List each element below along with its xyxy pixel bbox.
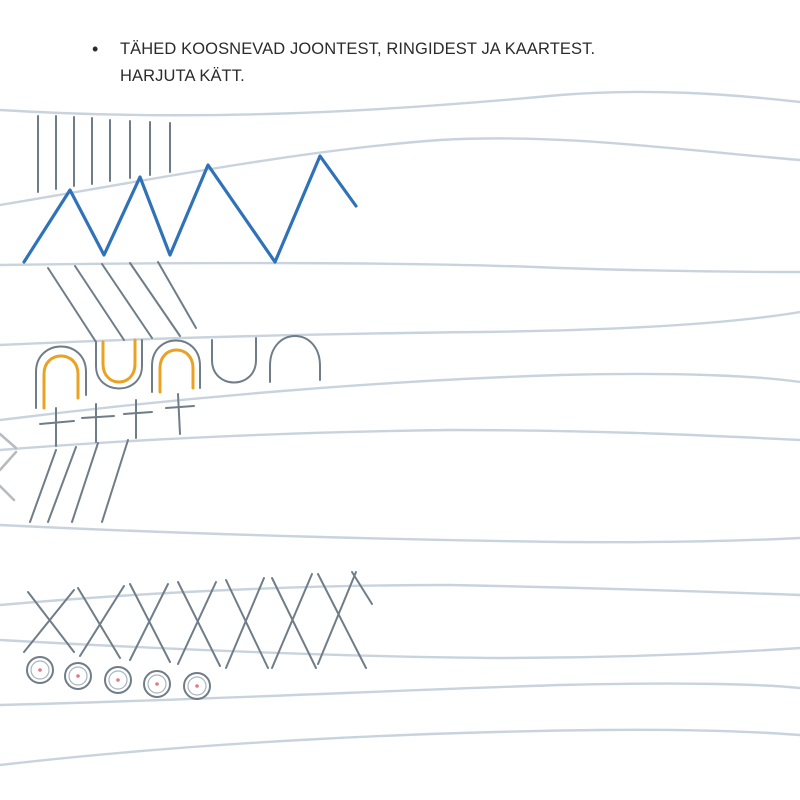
arch-outer	[151, 339, 201, 393]
arches-pattern	[35, 335, 321, 410]
blue-zigzag-pattern	[22, 154, 358, 264]
practice-circle-inner	[68, 666, 88, 686]
arch-inner-orange	[42, 354, 80, 410]
crisscross-stroke	[129, 583, 171, 663]
instruction-row: • TÄHED KOOSNEVAD JOONTEST, RINGIDEST JA…	[92, 36, 732, 63]
instruction-line-1: TÄHED KOOSNEVAD JOONTEST, RINGIDEST JA K…	[120, 40, 596, 58]
slanted-stroke	[101, 263, 153, 339]
guide-line	[0, 682, 800, 707]
guide-lines	[0, 90, 800, 767]
diagonal-stroke	[47, 446, 77, 523]
circle-dot	[38, 668, 42, 672]
edge-mark	[0, 484, 16, 502]
crisscross-stroke	[317, 571, 357, 665]
practice-circle-inner	[30, 660, 50, 680]
cross-vertical	[177, 393, 181, 435]
practice-circle	[64, 662, 92, 690]
practice-circle-inner	[187, 676, 207, 696]
edge-mark	[0, 432, 18, 450]
vertical-lines-pattern	[37, 115, 171, 193]
circle-dot	[155, 682, 159, 686]
edge-mark	[0, 450, 18, 472]
guide-line	[0, 523, 800, 544]
guide-line	[0, 638, 800, 660]
crisscross-stroke	[351, 571, 373, 605]
practice-circle	[26, 656, 54, 684]
guide-line	[0, 261, 800, 274]
crisscross-stroke	[177, 581, 221, 667]
guide-line	[0, 428, 800, 452]
arch-outer	[35, 345, 87, 409]
circle-dot	[76, 674, 80, 678]
diagonal-stroke	[71, 442, 99, 523]
diagonal-lines-pattern	[29, 439, 129, 523]
crisscross-stroke	[77, 587, 121, 659]
crisscross-stroke	[271, 573, 313, 669]
practice-circle-inner	[147, 674, 167, 694]
guide-line	[0, 372, 800, 422]
bullet-icon: •	[92, 39, 99, 59]
instruction-line-2: HARJUTA KÄTT.	[120, 67, 245, 85]
u-shape-inner-orange	[101, 338, 137, 384]
guide-line	[0, 583, 800, 607]
circle-dot	[116, 678, 120, 682]
crisscross-stroke	[79, 585, 125, 657]
crisscross-stroke	[225, 577, 265, 669]
practice-circle-inner	[108, 670, 128, 690]
instruction-block: • TÄHED KOOSNEVAD JOONTEST, RINGIDEST JA…	[92, 36, 732, 90]
practice-circle	[183, 672, 211, 700]
practice-circle	[143, 670, 171, 698]
crisscross-stroke	[225, 579, 269, 669]
slanted-lines-pattern	[47, 261, 197, 343]
slanted-stroke	[74, 265, 125, 341]
crisscross-stroke	[129, 583, 169, 661]
crisscross-stroke	[317, 573, 367, 669]
crisscross-stroke	[27, 591, 75, 653]
u-shape-outer	[95, 339, 143, 390]
arch-outer	[269, 335, 321, 383]
cross-horizontal	[39, 420, 75, 425]
guide-line	[0, 137, 800, 207]
crosses-pattern	[39, 393, 195, 447]
guide-line	[0, 310, 800, 347]
slanted-stroke	[47, 267, 97, 343]
arch-inner-orange	[158, 348, 195, 394]
guide-line	[0, 728, 800, 767]
circles-pattern	[26, 656, 211, 700]
circle-dot	[195, 684, 199, 688]
left-edge-marks	[0, 432, 18, 502]
crisscross-pattern	[23, 571, 373, 669]
crisscross-stroke	[271, 577, 317, 669]
slanted-stroke	[129, 262, 181, 337]
diagonal-stroke	[29, 449, 57, 523]
cross-horizontal	[123, 411, 153, 415]
practice-circle	[104, 666, 132, 694]
crisscross-stroke	[23, 589, 75, 653]
u-shape-outer	[211, 337, 257, 384]
crisscross-stroke	[177, 581, 217, 665]
slanted-stroke	[157, 261, 197, 329]
guide-line	[0, 90, 800, 117]
cross-horizontal	[81, 415, 115, 419]
cross-horizontal	[165, 405, 195, 409]
diagonal-stroke	[101, 439, 129, 523]
